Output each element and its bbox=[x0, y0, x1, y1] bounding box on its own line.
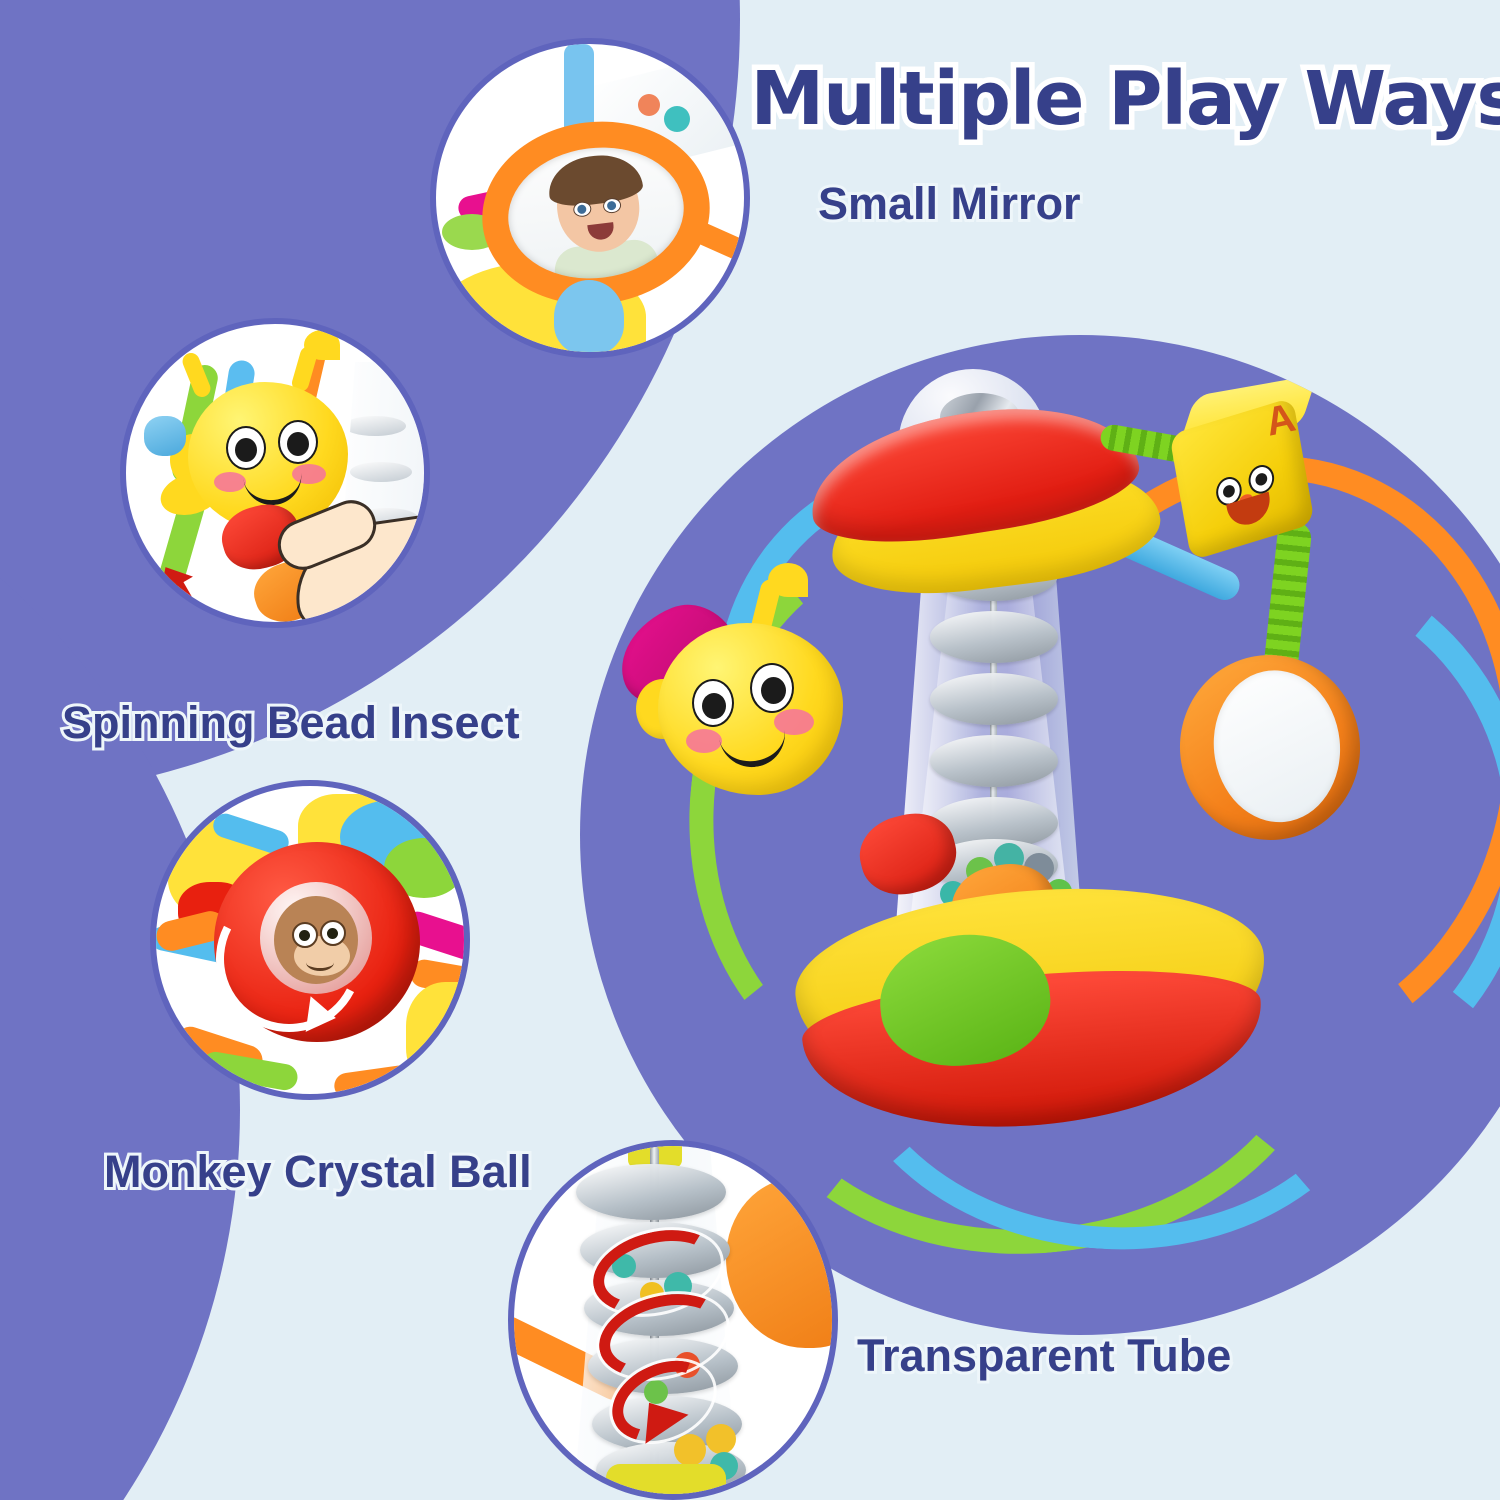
feature-inset-monkey-crystal-ball[interactable] bbox=[150, 780, 470, 1100]
bee-eye bbox=[750, 663, 794, 713]
bee-cheek bbox=[686, 729, 722, 753]
transparent-tube-illustration bbox=[514, 1146, 832, 1494]
mirror-inset-blue-post bbox=[564, 44, 594, 136]
monkey-crystal-bubble bbox=[260, 882, 372, 994]
small-mirror-illustration bbox=[436, 44, 744, 352]
bead-blue bbox=[144, 416, 186, 456]
feature-inset-transparent-tube[interactable] bbox=[508, 1140, 838, 1500]
helix-vane bbox=[576, 1164, 726, 1220]
bee-eye bbox=[692, 679, 734, 727]
bead bbox=[640, 1282, 664, 1306]
insect-eye bbox=[226, 426, 266, 470]
feature-inset-small-mirror[interactable] bbox=[430, 38, 750, 358]
helix-vane bbox=[930, 673, 1058, 725]
insect-pupil bbox=[235, 438, 257, 462]
bee-character bbox=[605, 563, 858, 820]
insect-eye bbox=[278, 420, 318, 464]
mirror-drum bbox=[1170, 646, 1370, 849]
insect-smile bbox=[241, 457, 305, 508]
insect-cheek bbox=[292, 464, 326, 484]
bead bbox=[644, 1380, 668, 1404]
mirror-inset-blue-foot bbox=[554, 280, 624, 352]
monkey-smile bbox=[306, 954, 334, 971]
bead bbox=[440, 1070, 460, 1090]
helix-vane bbox=[344, 416, 406, 436]
insect-head bbox=[188, 382, 348, 532]
insect-cheek bbox=[214, 472, 246, 492]
double-arrow-icon bbox=[168, 580, 216, 622]
page-title: Multiple Play Ways bbox=[745, 51, 1500, 148]
monkey-pupil bbox=[327, 928, 338, 939]
tube-bottom-base bbox=[606, 1464, 726, 1494]
bead bbox=[612, 1254, 636, 1278]
monkey-face bbox=[274, 896, 358, 984]
bee-cheek bbox=[774, 709, 814, 735]
monkey-eye bbox=[320, 920, 346, 946]
bee-antenna-tip bbox=[768, 563, 808, 597]
bead bbox=[706, 1424, 736, 1454]
cube-eye bbox=[1246, 461, 1277, 497]
bee-pupil bbox=[702, 693, 726, 719]
insect-pupil bbox=[287, 432, 309, 456]
mirror-inset-green-part bbox=[442, 214, 502, 250]
feature-label-monkey-crystal-ball: Monkey Crystal Ball bbox=[101, 1143, 535, 1200]
feature-label-small-mirror: Small Mirror bbox=[815, 175, 1084, 232]
rotation-arrow-head-icon bbox=[305, 996, 339, 1036]
bead bbox=[414, 1056, 436, 1078]
helix-vane bbox=[580, 1222, 730, 1278]
tube-inset-orange-part bbox=[726, 1178, 832, 1348]
bee-head bbox=[658, 623, 843, 795]
bead bbox=[664, 106, 690, 132]
helix-vane bbox=[930, 735, 1058, 787]
cube-pupil bbox=[1254, 471, 1269, 487]
monkey-crystal-ball-illustration bbox=[156, 786, 464, 1094]
monkey-pupil bbox=[299, 930, 310, 941]
spinning-bead-insect-illustration bbox=[126, 324, 424, 622]
cube-pupil bbox=[1222, 483, 1236, 499]
monkey-eye bbox=[292, 922, 318, 948]
insect-antenna-tip bbox=[304, 330, 340, 360]
bead bbox=[674, 1434, 706, 1466]
helix-vane bbox=[350, 462, 412, 482]
feature-label-transparent-tube: Transparent Tube bbox=[854, 1327, 1234, 1384]
bead bbox=[664, 1272, 692, 1300]
feature-label-spinning-bead-insect: Spinning Bead Insect bbox=[59, 694, 523, 751]
feature-inset-spinning-bead-insect[interactable] bbox=[120, 318, 430, 628]
helix-vane bbox=[930, 611, 1058, 663]
bee-smile bbox=[716, 712, 790, 772]
bead bbox=[638, 94, 660, 116]
bee-pupil bbox=[761, 677, 786, 704]
bead bbox=[674, 1352, 700, 1378]
